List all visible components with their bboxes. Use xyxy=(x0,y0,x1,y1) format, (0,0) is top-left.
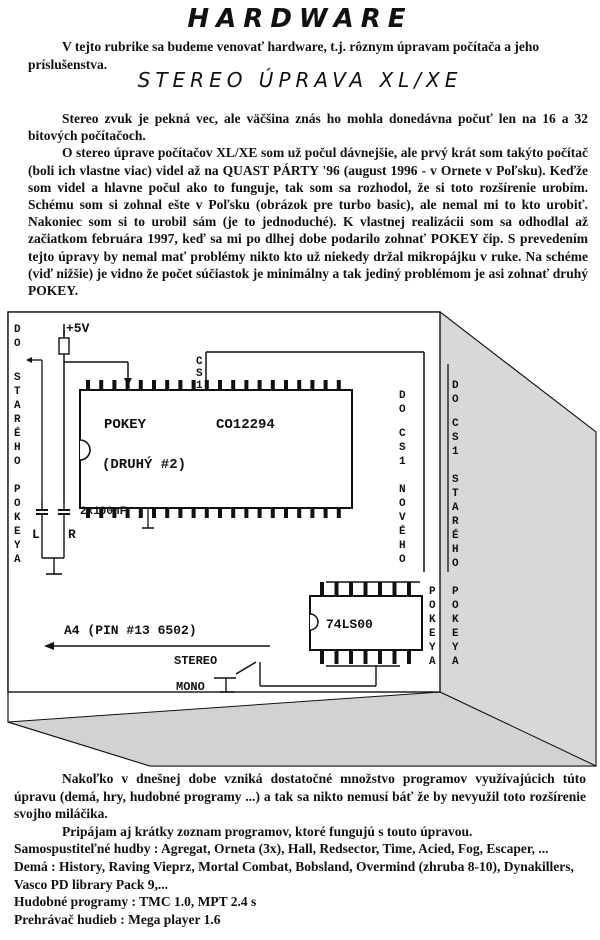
chip-pin xyxy=(218,508,222,518)
chip-pin xyxy=(334,582,339,596)
chip-pin xyxy=(165,380,170,390)
left-channel-label: L xyxy=(32,527,40,542)
intro-line-2: príslušenstva. xyxy=(28,57,108,72)
chip-pin xyxy=(336,508,341,518)
chip-pin xyxy=(257,508,262,518)
chip-pin xyxy=(178,380,183,390)
paragraph-2: O stereo úprave počítačov XL/XE som už p… xyxy=(28,145,588,299)
chip-pin xyxy=(178,508,183,518)
stereo-label: STEREO xyxy=(174,654,217,668)
chip-pin xyxy=(244,508,249,518)
intro-line-1: V tejto rubrike sa budeme venovať hardwa… xyxy=(62,39,540,54)
chip-pin xyxy=(270,380,275,390)
chip-pin xyxy=(407,650,411,664)
article-footer: Nakoľko v dnešnej dobe vzniká dostatočné… xyxy=(14,770,586,928)
capacitor-label: 2x100nF xyxy=(80,506,126,518)
chip-pin xyxy=(392,650,397,664)
pokey-name: POKEY xyxy=(104,417,147,433)
chip-pin xyxy=(125,380,130,390)
article-body: Stereo zvuk je pekná vec, ale väčšina zn… xyxy=(28,110,588,299)
chip-pin xyxy=(218,380,222,390)
paragraph-3: Nakoľko v dnešnej dobe vzniká dostatočné… xyxy=(14,771,586,822)
program-list-item: Hudobné programy : TMC 1.0, MPT 2.4 s xyxy=(14,894,257,910)
pokey-pins-top xyxy=(86,380,341,390)
chip-pin xyxy=(99,380,104,390)
chip-pin xyxy=(257,380,262,390)
chip-pin xyxy=(204,380,209,390)
chip-pin xyxy=(336,380,341,390)
chip-pin xyxy=(165,508,170,518)
logic-pins-top xyxy=(320,582,411,596)
chip-pin xyxy=(320,650,324,664)
resistor-symbol xyxy=(58,337,70,355)
switch-symbol xyxy=(235,661,257,675)
supply-label: +5V xyxy=(66,321,90,336)
mono-label: MONO xyxy=(176,680,205,694)
chip-pin xyxy=(323,508,328,518)
chip-pin xyxy=(86,380,90,390)
section-intro: V tejto rubrike sa budeme venovať hardwa… xyxy=(28,38,582,74)
chip-pin xyxy=(152,508,156,518)
chip-pin xyxy=(152,380,156,390)
chip-pin xyxy=(191,508,196,518)
program-list-item: Demá : History, Raving Vieprz, Mortal Co… xyxy=(14,858,574,892)
chip-pin xyxy=(407,582,411,596)
program-list-item: Prehrávač hudieb : Mega player 1.6 xyxy=(14,911,221,927)
chip-pin xyxy=(334,650,339,664)
article-title: STEREO ÚPRAVA XL/XE xyxy=(137,68,463,92)
chip-pin xyxy=(125,508,130,518)
section-heading: HARDWARE xyxy=(187,4,413,34)
chip-pin xyxy=(349,650,353,664)
paragraph-1: Stereo zvuk je pekná vec, ale väčšina zn… xyxy=(28,111,588,144)
chip-pin xyxy=(310,380,315,390)
chip-pin xyxy=(284,508,288,518)
chip-pin xyxy=(378,650,382,664)
chip-pin xyxy=(99,508,104,518)
a4-label: A4 (PIN #13 6502) xyxy=(64,623,197,638)
chip-pin xyxy=(191,380,196,390)
chip-pin xyxy=(378,582,382,596)
logic-pins-bottom xyxy=(320,650,411,664)
chip-pin xyxy=(297,380,302,390)
chip-pin xyxy=(349,582,353,596)
chip-pin xyxy=(204,508,209,518)
chip-pin xyxy=(284,380,288,390)
chip-pin xyxy=(244,380,249,390)
chip-pin xyxy=(86,508,90,518)
pokey-pins-bottom xyxy=(86,508,341,518)
program-list-item: Samospustiteľné hudby : Agregat, Orneta … xyxy=(14,841,549,857)
chip-pin xyxy=(138,380,143,390)
pokey-code: CO12294 xyxy=(216,417,275,433)
second-pokey-label: (DRUHÝ #2) xyxy=(102,455,186,473)
chip-pin xyxy=(112,508,117,518)
chip-pin xyxy=(231,380,236,390)
chip-pin xyxy=(323,380,328,390)
chip-pin xyxy=(363,582,368,596)
chip-pin xyxy=(392,582,397,596)
chip-pin xyxy=(112,380,117,390)
logic-chip-label: 74LS00 xyxy=(326,617,373,632)
chip-pin xyxy=(138,508,143,518)
chip-pin xyxy=(270,508,275,518)
chip-pin xyxy=(297,508,302,518)
chip-pin xyxy=(310,508,315,518)
chip-pin xyxy=(320,582,324,596)
right-channel-label: R xyxy=(68,527,76,542)
pokey-chip xyxy=(79,389,353,509)
chip-pin xyxy=(231,508,236,518)
chip-pin xyxy=(363,650,368,664)
paragraph-4: Pripájam aj krátky zoznam programov, kto… xyxy=(62,823,473,839)
